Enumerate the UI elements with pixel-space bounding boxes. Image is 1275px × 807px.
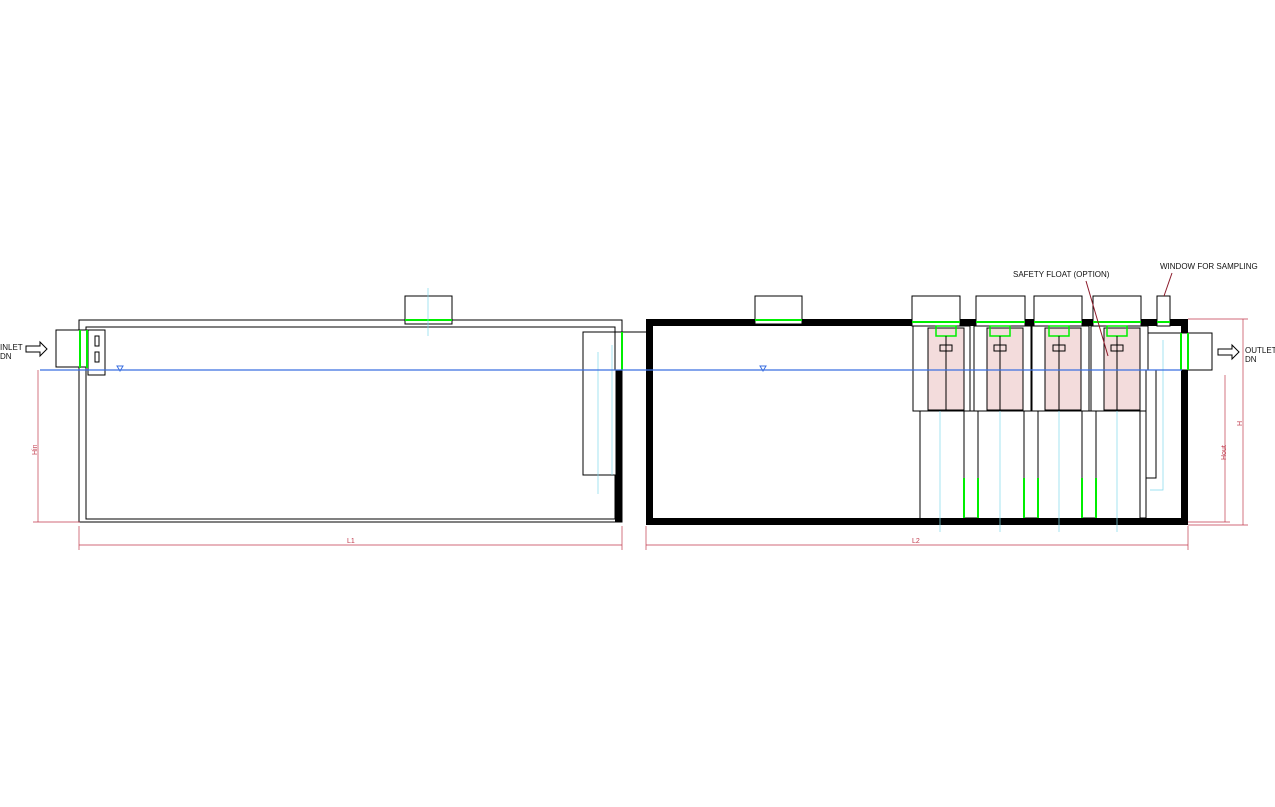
filter-module-4 — [1090, 295, 1149, 532]
dim-hout: Hout — [1221, 445, 1228, 460]
transfer-pipe — [582, 331, 617, 476]
inlet-label: INLET — [0, 343, 23, 352]
sampling-leader — [1163, 272, 1173, 297]
dim-h: H — [1237, 421, 1244, 426]
dim-l1: L1 — [347, 538, 355, 545]
triangle-down-icon — [759, 365, 767, 372]
triangle-down-icon — [116, 365, 124, 372]
dim-hin: Hin — [32, 444, 39, 455]
safety-float-leader — [1085, 280, 1109, 357]
outlet-dn-label: DN — [1245, 355, 1257, 364]
arrow-right-icon — [25, 340, 48, 358]
sampling-window — [1156, 295, 1171, 327]
tank-left — [55, 288, 657, 523]
inlet-pipe — [55, 329, 91, 368]
outlet-label: OUTLET — [1245, 346, 1275, 355]
sampling-window-label: WINDOW FOR SAMPLING — [1160, 262, 1258, 271]
inlet-dn-label: DN — [0, 352, 12, 361]
arrow-right-icon — [1217, 343, 1240, 361]
dimension-lines — [33, 318, 1248, 550]
dim-l2: L2 — [912, 538, 920, 545]
filter-module-3 — [1031, 295, 1097, 532]
safety-float-label: SAFETY FLOAT (OPTION) — [1013, 270, 1110, 279]
tank-right — [646, 295, 1213, 532]
filter-module-2 — [973, 295, 1039, 532]
filter-module-1 — [911, 295, 979, 532]
